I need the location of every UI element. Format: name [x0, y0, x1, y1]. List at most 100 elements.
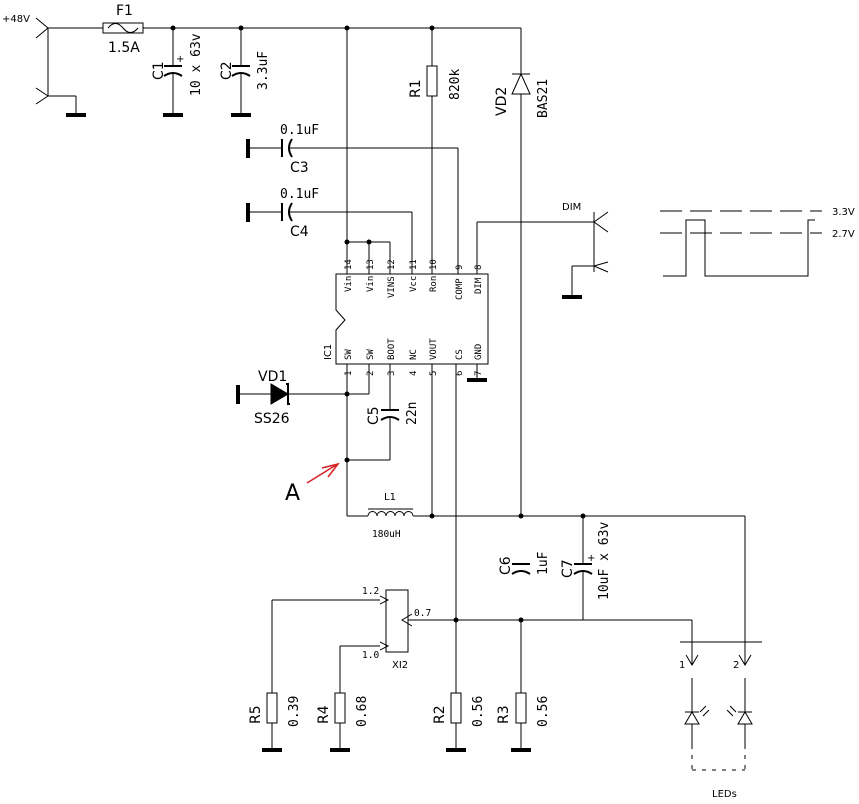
leds-label: LEDs	[712, 789, 737, 800]
capacitor-c1: +	[163, 28, 184, 117]
ic1-pin-12-name: VINS	[387, 276, 397, 298]
diode-vd1	[236, 383, 369, 405]
ic1-pin-13-num: 13	[366, 259, 376, 270]
ic1-pin-2-num: 2	[366, 371, 376, 376]
resistor-r4	[330, 646, 350, 752]
ic1-pin-9-name: COMP	[455, 278, 465, 300]
c4-ref: C4	[290, 224, 309, 240]
c4-value: 0.1uF	[280, 187, 319, 202]
ic1-pin-4-name: NC	[409, 349, 419, 360]
vd2-ref: VD2	[494, 87, 510, 116]
c3-ref: C3	[290, 160, 309, 176]
c6-ref: C6	[498, 556, 514, 575]
input-connector	[35, 17, 86, 117]
dim-waveform	[660, 210, 822, 277]
svg-text:+: +	[176, 54, 184, 65]
vd1-value: SS26	[254, 411, 290, 427]
r2-ref: R2	[432, 705, 448, 724]
xi2-pin-1-2: 1.2	[362, 586, 379, 597]
resistor-r5	[262, 600, 282, 752]
led-pin-2: 2	[733, 660, 739, 671]
c3-value: 0.1uF	[280, 123, 319, 138]
ic1-pin-4-num: 4	[409, 371, 419, 376]
r2-value: 0.56	[471, 696, 486, 727]
led-series-chain	[691, 745, 746, 771]
capacitor-c3	[246, 138, 459, 274]
jumper-xi2	[272, 589, 413, 653]
c7-ref: C7	[560, 559, 576, 578]
c5-ref: C5	[366, 406, 382, 425]
dim-level-high: 3.3V	[832, 207, 855, 218]
r5-ref: R5	[248, 705, 264, 724]
resistor-r3	[511, 620, 531, 752]
ic1-pin-7-name: GND	[474, 344, 484, 360]
ic1-pin-10-num: 10	[429, 259, 439, 270]
ic1-pin-1-name: SW	[344, 349, 354, 360]
ic1-pin-14-name: Vin	[344, 276, 354, 292]
r1-value: 820k	[448, 69, 463, 100]
ic1-pin-11-name: Vcc	[409, 276, 419, 292]
dim-label: DIM	[562, 202, 581, 213]
c7-value: 10uF x 63v	[597, 522, 612, 600]
ic1-pin-14-num: 14	[344, 259, 354, 270]
led-2	[726, 678, 753, 745]
capacitor-c2	[231, 28, 251, 117]
capacitor-c7: +	[573, 516, 595, 620]
c5-value: 22n	[405, 402, 420, 425]
f1-value: 1.5A	[108, 40, 140, 56]
r1-ref: R1	[408, 79, 424, 98]
c6-value: 1uF	[536, 551, 551, 575]
ic1-pin-11-num: 11	[409, 259, 419, 270]
ic1-pin-2-name: SW	[366, 349, 376, 360]
ic1-pin-13-name: Vin	[366, 276, 376, 292]
ic1-pin-5-name: VOUT	[429, 338, 439, 360]
ic1-pin-8-name: DIM	[474, 277, 484, 294]
capacitor-c4	[246, 202, 413, 274]
ic1-pin-1-num: 1	[344, 371, 354, 376]
ic1-pin-12-num: 12	[387, 259, 397, 270]
capacitor-c5	[347, 409, 400, 461]
r3-ref: R3	[496, 705, 512, 724]
resistor-r1	[426, 28, 438, 274]
ic1-pin-7-num: 7	[474, 371, 484, 376]
led-1	[684, 678, 710, 745]
l1-ref: L1	[384, 492, 396, 503]
annotation-arrow	[306, 462, 340, 484]
l1-value: 180uH	[372, 529, 401, 540]
r3-value: 0.56	[536, 696, 551, 727]
svg-text:+: +	[587, 553, 595, 564]
fuse-f1	[102, 22, 144, 34]
r5-value: 0.39	[287, 696, 302, 727]
dim-level-low: 2.7V	[832, 229, 855, 240]
vd1-ref: VD1	[258, 369, 287, 385]
r4-value: 0.68	[355, 696, 370, 727]
ic1-pin-5-num: 5	[429, 371, 439, 376]
ic1-pin-6-num: 6	[455, 371, 465, 376]
c1-value: 10 x 63v	[189, 33, 204, 96]
ic1-bottom-pins: SW 1 SW 2 BOOT 3 NC 4 VOUT 5 CS 6 GND 7	[344, 338, 484, 376]
c2-value: 3.3uF	[256, 51, 271, 90]
r4-ref: R4	[316, 705, 332, 724]
ic1-pin-6-name: CS	[455, 349, 465, 360]
c2-ref: C2	[219, 61, 235, 80]
ic1-pin-3-num: 3	[387, 371, 397, 376]
ic1-pin-9-num: 9	[455, 265, 465, 270]
ic1-pin-8-num: 8	[474, 265, 484, 270]
annotation-label: A	[285, 481, 300, 506]
vd2-value: BAS21	[536, 79, 551, 118]
xi2-pin-0-7: 0.7	[414, 608, 431, 619]
ic1	[335, 273, 489, 365]
supply-voltage-label: +48V	[2, 14, 30, 25]
ic1-pin-10-name: Ron	[429, 276, 439, 292]
dim-connector	[476, 211, 609, 299]
led-connector	[680, 641, 762, 666]
capacitor-c6	[511, 563, 531, 575]
diode-vd2	[511, 28, 531, 516]
ic1-ref: IC1	[323, 344, 334, 360]
resistor-r2	[446, 620, 466, 752]
xi2-ref: XI2	[392, 660, 408, 671]
led-pin-1: 1	[679, 660, 685, 671]
inductor-l1	[347, 508, 745, 517]
c1-ref: C1	[151, 61, 167, 80]
